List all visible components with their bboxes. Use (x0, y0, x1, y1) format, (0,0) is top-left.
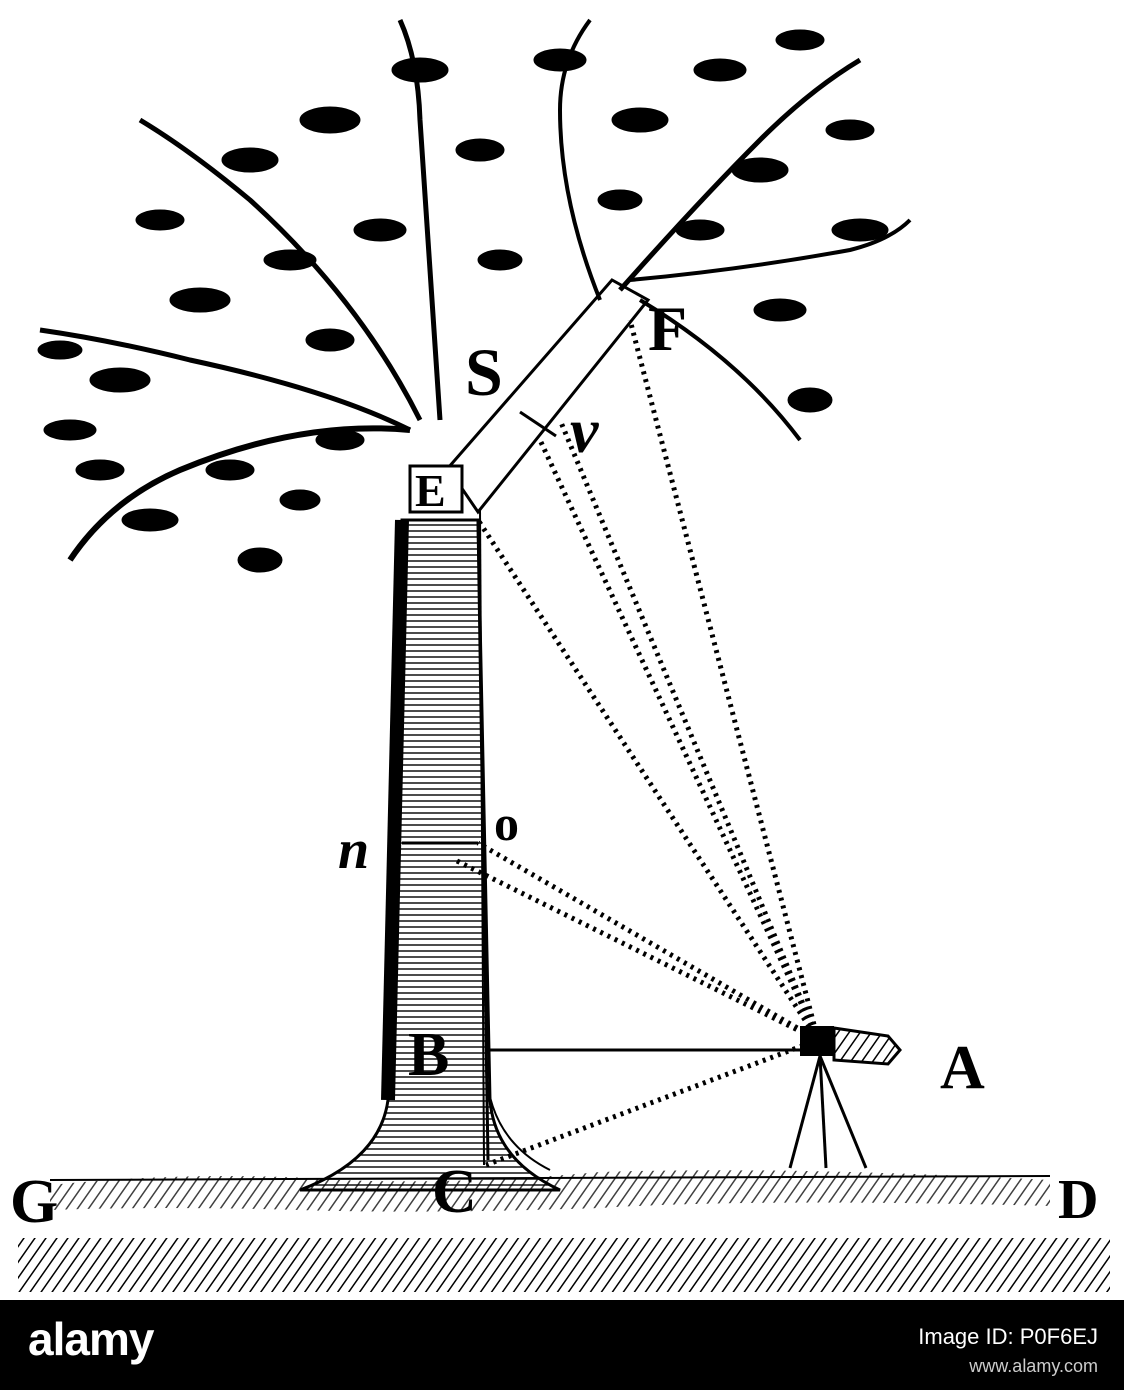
label-a: A (940, 1034, 985, 1102)
sight-line-av-1 (537, 438, 821, 1042)
image-id: Image ID: P0F6EJ (918, 1324, 1098, 1349)
label-f: F (648, 293, 687, 364)
sight-line-ac (485, 1037, 819, 1168)
label-e-box (408, 464, 464, 514)
label-d: D (1058, 1169, 1098, 1231)
line-ec (479, 509, 485, 1166)
instrument-head (800, 1026, 834, 1056)
branch-ef (446, 278, 651, 515)
sight-line-av-2 (557, 419, 821, 1041)
construction-lines (402, 509, 815, 1171)
label-n: n (338, 819, 369, 881)
alamy-logo: alamy (28, 1313, 154, 1365)
label-e: E (415, 465, 446, 516)
arc-bc (485, 1069, 551, 1171)
tree-foliage (37, 18, 912, 573)
tripod-leg-left (788, 1055, 822, 1169)
label-s: S (465, 334, 503, 410)
site-url: www.alamy.com (969, 1356, 1098, 1376)
ground-line-gd (49, 1175, 1051, 1181)
tree-height-diagram: S F v E n o B A G C D (10, 18, 1110, 1292)
tripod-leg-right (818, 1055, 868, 1169)
ground-base (18, 1238, 1110, 1292)
sight-lines (453, 319, 821, 1168)
tripod-leg-center (818, 1055, 828, 1169)
sight-line-an (453, 857, 820, 1043)
label-b: B (408, 1021, 449, 1089)
ground (18, 1170, 1110, 1292)
sighting-instrument (788, 1026, 902, 1169)
label-g: G (10, 1168, 58, 1236)
watermark-footer: alamy Image ID: P0F6EJ www.alamy.com (0, 1300, 1124, 1390)
sight-line-ae (475, 518, 821, 1042)
point-labels: S F v E n o B A G C D (10, 293, 1098, 1236)
label-o: o (494, 795, 519, 851)
label-c: C (432, 1158, 477, 1226)
sight-line-ao (476, 840, 820, 1043)
label-v: v (570, 395, 599, 466)
eye-icon (832, 1026, 902, 1066)
